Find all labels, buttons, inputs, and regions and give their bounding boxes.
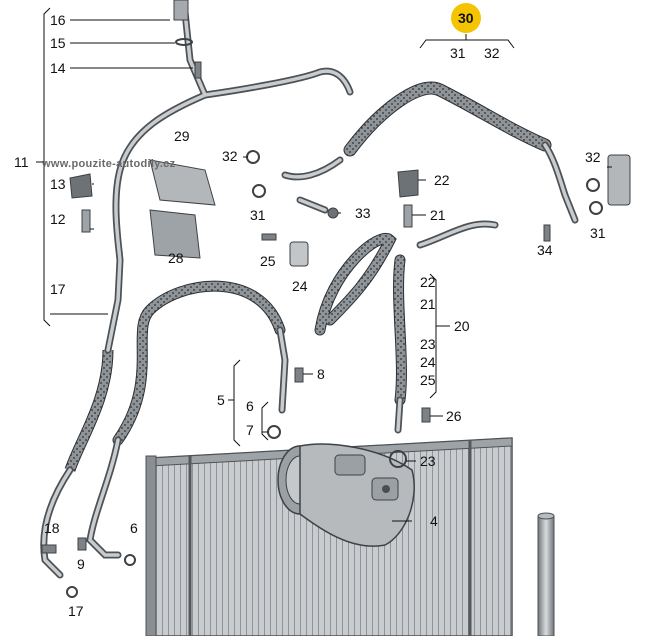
label-6-group: 6 [246, 398, 254, 414]
label-23-group: 23 [420, 336, 436, 352]
suction-hose-left [112, 280, 286, 446]
label-32-right: 32 [585, 149, 601, 165]
label-22-top: 22 [434, 172, 450, 188]
hose-left-outer [64, 349, 114, 472]
label-33: 33 [355, 205, 371, 221]
label-25-group: 25 [420, 372, 436, 388]
label-9: 9 [77, 556, 85, 572]
label-17-upper: 17 [50, 281, 66, 297]
label-11: 11 [14, 154, 29, 170]
small-parts [41, 0, 631, 598]
label-32-left: 32 [222, 148, 238, 164]
label-26: 26 [446, 408, 462, 424]
label-34: 34 [537, 242, 553, 258]
compressor [277, 443, 415, 547]
label-21-group: 21 [420, 296, 436, 312]
label-21-top: 21 [430, 207, 446, 223]
label-6-lower: 6 [130, 520, 138, 536]
label-5: 5 [217, 392, 225, 408]
label-31-right: 31 [590, 225, 606, 241]
label-30: 30 [458, 10, 474, 26]
label-8: 8 [317, 366, 325, 382]
metal-lines [40, 8, 579, 579]
watermark-text: www.pouzite-autodily.cz [41, 158, 176, 170]
label-23-lower: 23 [420, 453, 436, 469]
label-31-top: 31 [450, 45, 466, 61]
label-22-group: 22 [420, 274, 436, 290]
label-17-lower: 17 [68, 603, 84, 619]
highlight-marker [451, 3, 481, 33]
label-24: 24 [292, 278, 308, 294]
label-12: 12 [50, 211, 66, 227]
label-31-left: 31 [250, 207, 266, 223]
label-7: 7 [246, 422, 254, 438]
label-16: 16 [50, 12, 66, 28]
label-25: 25 [260, 253, 276, 269]
suction-hose-top [343, 81, 552, 157]
label-28: 28 [168, 250, 184, 266]
receiver-dryer-tube [537, 512, 555, 636]
label-15: 15 [50, 35, 66, 51]
group-brackets [36, 7, 515, 447]
label-24-group: 24 [420, 354, 436, 370]
label-18: 18 [44, 520, 60, 536]
label-32-top: 32 [484, 45, 500, 61]
label-4: 4 [430, 513, 438, 529]
label-20: 20 [454, 318, 470, 334]
part-number-labels: 16 15 14 11 13 12 17 29 28 32 31 33 25 2… [14, 10, 606, 619]
label-13: 13 [50, 176, 66, 192]
pressure-hose-center [314, 233, 407, 406]
label-14: 14 [50, 60, 66, 76]
leader-lines [50, 19, 612, 522]
label-29: 29 [174, 128, 190, 144]
